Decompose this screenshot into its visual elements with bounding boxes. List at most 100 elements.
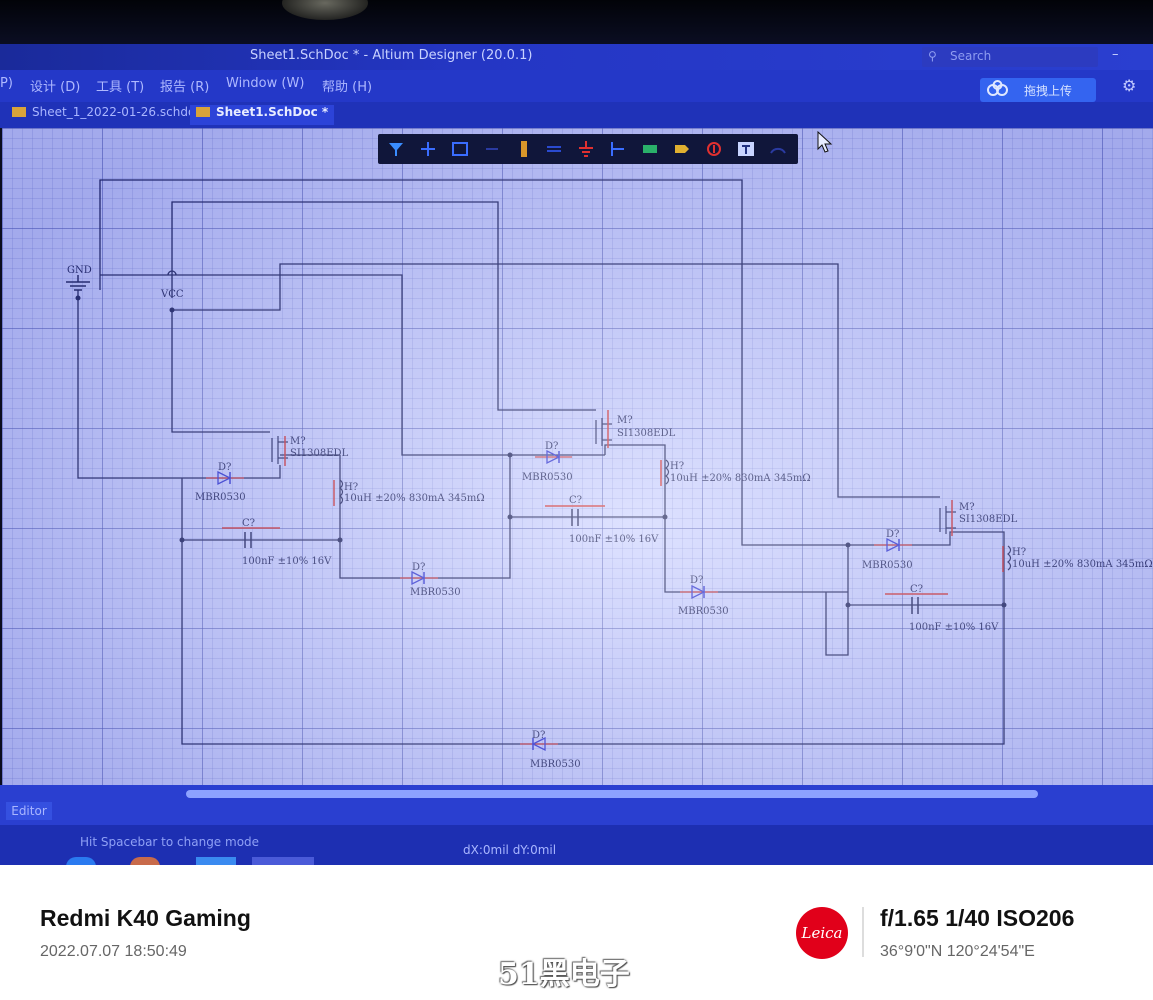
mosfet-designator: M?	[290, 436, 306, 447]
menu-bar: P) 设计 (D) 工具 (T) 报告 (R) Window (W) 帮助 (H…	[0, 70, 1153, 102]
status-bar: Hit Spacebar to change mode dX:0mil dY:0…	[0, 825, 1153, 865]
schdoc-file-icon	[12, 107, 26, 117]
tab-sheet-1-2022[interactable]: Sheet_1_2022-01-26.schdoc	[6, 105, 208, 125]
device-name: Redmi K40 Gaming	[40, 905, 251, 931]
arc-icon[interactable]	[768, 139, 788, 159]
cloud-link-icon	[986, 80, 1010, 101]
junction-dot	[179, 537, 185, 543]
gnd-label: GND	[67, 265, 92, 276]
menu-project[interactable]: P)	[0, 76, 13, 91]
active-bar-toolbar	[378, 134, 798, 164]
junction-dot	[507, 452, 513, 458]
schdoc-file-icon	[196, 107, 210, 117]
cross-icon[interactable]	[418, 139, 438, 159]
inductor-designator: H?	[1012, 547, 1026, 558]
diode-designator: D?	[218, 462, 231, 473]
capacitor-designator: C?	[569, 495, 582, 506]
wire	[99, 179, 848, 546]
diode-1: D? MBR0530	[195, 462, 246, 503]
inductor-value: 10uH ±20% 830mA 345mΩ	[670, 473, 811, 484]
diode-designator: D?	[532, 730, 545, 741]
document-tabs: Sheet_1_2022-01-26.schdoc Sheet1.SchDoc …	[0, 102, 1153, 128]
diode-designator: D?	[545, 441, 558, 452]
divider	[862, 907, 864, 957]
filter-icon[interactable]	[386, 139, 406, 159]
schematic-drawing: GND VCC M? SI1308EDL	[66, 179, 1153, 770]
bus-icon[interactable]	[544, 139, 564, 159]
tab-sheet1[interactable]: Sheet1.SchDoc *	[190, 105, 335, 125]
capture-datetime: 2022.07.07 18:50:49	[40, 943, 187, 960]
exif-info: f/1.65 1/40 ISO206	[880, 905, 1075, 931]
status-hint: Hit Spacebar to change mode	[80, 835, 260, 849]
mosfet-value: SI1308EDL	[290, 448, 349, 459]
wire	[172, 263, 940, 498]
minimize-button[interactable]: –	[1112, 47, 1119, 62]
inductor-value: 10uH ±20% 830mA 345mΩ	[344, 493, 485, 504]
junction-dot	[337, 537, 343, 543]
diode-value: MBR0530	[522, 472, 573, 483]
part-icon[interactable]	[514, 139, 534, 159]
horizontal-scrollbar[interactable]	[186, 790, 1038, 798]
webcam	[282, 0, 368, 20]
gps-coordinates: 36°9'0"N 120°24'54"E	[880, 943, 1035, 960]
taskbar-app-icon[interactable]	[66, 857, 96, 865]
capacitor-designator: C?	[910, 584, 923, 595]
wire	[171, 310, 270, 433]
gear-icon[interactable]: ⚙	[1122, 76, 1137, 95]
menu-tools[interactable]: 工具 (T)	[96, 80, 145, 95]
gnd-icon[interactable]	[576, 139, 596, 159]
vcc-symbol: VCC	[160, 270, 184, 300]
menu-window[interactable]: Window (W)	[226, 76, 305, 91]
rectangle-icon[interactable]	[450, 139, 470, 159]
mosfet-3: M? SI1308EDL	[939, 500, 1018, 536]
search-placeholder: Search	[950, 49, 992, 63]
screen-photo: Sheet1.SchDoc * - Altium Designer (20.0.…	[0, 0, 1153, 865]
taskbar-app-icon[interactable]	[196, 857, 236, 865]
schematic-canvas[interactable]: GND VCC M? SI1308EDL	[2, 128, 1153, 785]
editor-tab[interactable]: Editor	[6, 802, 52, 820]
capacitor-value: 100nF ±10% 16V	[909, 622, 999, 633]
power-icon[interactable]	[608, 139, 628, 159]
title-bar: Sheet1.SchDoc * - Altium Designer (20.0.…	[0, 44, 1153, 70]
junction-dot	[75, 295, 81, 301]
inductor-designator: H?	[344, 482, 358, 493]
wire	[100, 274, 510, 456]
text-icon[interactable]	[736, 139, 756, 159]
diode-designator: D?	[412, 562, 425, 573]
line-icon[interactable]	[482, 139, 502, 159]
inductor-1: H? 10uH ±20% 830mA 345mΩ	[333, 479, 485, 506]
junction-dot	[845, 542, 851, 548]
menu-help[interactable]: 帮助 (H)	[322, 80, 373, 95]
junction-dot	[662, 514, 668, 520]
mouse-cursor-icon	[817, 131, 833, 153]
diode-value: MBR0530	[530, 759, 581, 770]
upload-button[interactable]: 拖拽上传	[980, 78, 1096, 102]
cursor-coordinates: dX:0mil dY:0mil	[463, 843, 557, 857]
inductor-designator: H?	[670, 461, 684, 472]
diode-3: D? MBR0530	[400, 562, 461, 598]
junction-dot	[169, 307, 175, 313]
mosfet-designator: M?	[617, 415, 633, 426]
taskbar-app-icon[interactable]	[130, 857, 160, 865]
capacitor-designator: C?	[242, 518, 255, 529]
site-watermark: 51黑电子	[498, 957, 630, 992]
no-erc-icon[interactable]	[704, 139, 724, 159]
diode-value: MBR0530	[195, 492, 246, 503]
menu-reports[interactable]: 报告 (R)	[160, 80, 210, 95]
mosfet-1: M? SI1308EDL	[271, 436, 349, 466]
capacitor-1: C? 100nF ±10% 16V	[222, 518, 332, 567]
photo-watermark-footer: Redmi K40 Gaming 2022.07.07 18:50:49 Lei…	[0, 865, 1153, 1000]
net-label-icon[interactable]	[640, 139, 660, 159]
tab-label: Sheet1.SchDoc *	[216, 105, 329, 119]
capacitor-value: 100nF ±10% 16V	[242, 556, 332, 567]
search-box[interactable]: ⚲ Search	[922, 47, 1098, 67]
leica-logo: Leica	[796, 907, 848, 959]
vcc-label: VCC	[160, 289, 184, 300]
port-icon[interactable]	[672, 139, 692, 159]
menu-design[interactable]: 设计 (D)	[30, 80, 81, 95]
search-icon: ⚲	[928, 49, 937, 63]
taskbar-app-icon[interactable]	[252, 857, 314, 865]
diode-6: D? MBR0530	[520, 730, 581, 770]
monitor-bezel	[0, 0, 1153, 46]
gnd-symbol: GND	[66, 265, 92, 291]
